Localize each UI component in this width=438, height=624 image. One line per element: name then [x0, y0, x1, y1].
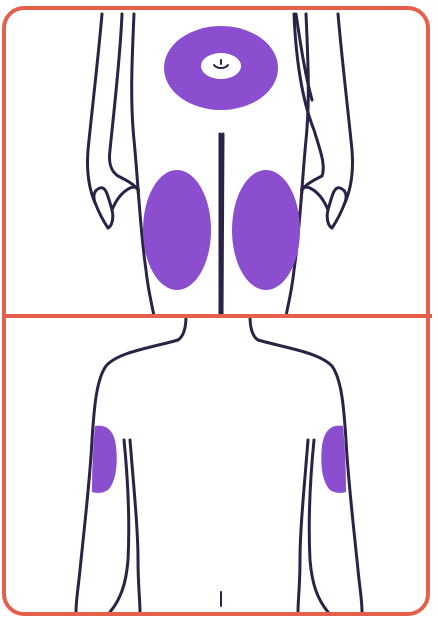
right-arm-inner: [292, 12, 325, 192]
left-arm-outer: [86, 12, 110, 230]
right-upper-arm-site: [321, 425, 346, 493]
right-shoulder-arm-outer: [256, 338, 364, 614]
leg-gap-line-right: [220, 132, 225, 318]
right-arm-edge: [294, 12, 314, 102]
left-arm-inner: [108, 12, 140, 192]
left-shoulder-arm-outer: [74, 338, 180, 614]
left-hand: [92, 185, 140, 230]
right-arm-inner-line: [307, 438, 330, 614]
figure-border: [2, 6, 430, 616]
navel-icon: [213, 64, 229, 69]
navel-area: [201, 53, 241, 79]
neck-right: [248, 314, 260, 342]
torso-right-side: [296, 438, 310, 614]
right-arm-outer: [330, 12, 354, 230]
torso-left-side: [128, 438, 142, 614]
left-upper-arm-site: [92, 425, 117, 493]
neck-left: [176, 314, 188, 342]
front-view-panel: [86, 12, 354, 318]
left-thigh-site: [143, 170, 211, 290]
left-arm-inner-line: [108, 438, 131, 614]
right-thigh-site: [232, 170, 300, 290]
torso-right-outline: [284, 12, 310, 318]
torso-left-outline: [130, 12, 156, 318]
right-hand: [300, 185, 348, 230]
back-view-panel: [74, 314, 364, 614]
